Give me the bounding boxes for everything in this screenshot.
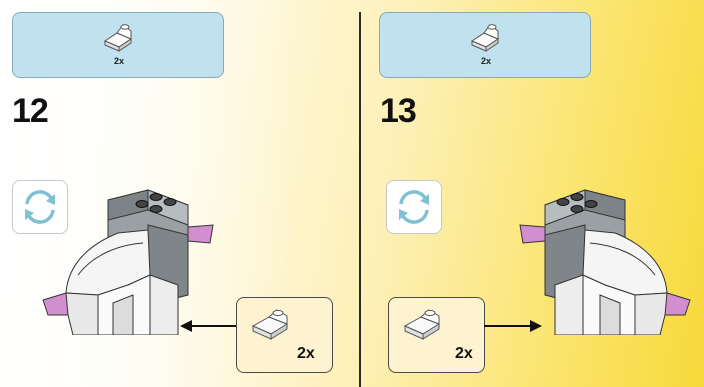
- white-slope-brick-icon: [101, 19, 135, 55]
- parts-quantity: 2x: [107, 56, 131, 66]
- rotate-arrows-icon: [393, 186, 435, 228]
- arrow-left-icon: [180, 319, 238, 333]
- white-slope-brick-icon: [399, 304, 447, 344]
- bunny-model-step-13: [505, 185, 695, 335]
- callout-quantity: 2x: [455, 345, 473, 363]
- step-number: 12: [12, 92, 48, 131]
- bunny-model-step-12: [38, 185, 228, 335]
- callout-quantity: 2x: [297, 345, 315, 363]
- parts-list-box-step-13: 2x: [379, 12, 591, 78]
- white-slope-brick-icon: [468, 19, 502, 55]
- white-slope-brick-icon: [247, 304, 295, 344]
- step-number: 13: [380, 92, 416, 131]
- step-divider: [359, 12, 361, 387]
- part-callout-step-12: 2x: [236, 297, 333, 373]
- parts-list-box-step-12: 2x: [12, 12, 224, 78]
- rotate-model-box: [386, 180, 442, 234]
- part-callout-step-13: 2x: [388, 297, 485, 373]
- parts-quantity: 2x: [474, 56, 498, 66]
